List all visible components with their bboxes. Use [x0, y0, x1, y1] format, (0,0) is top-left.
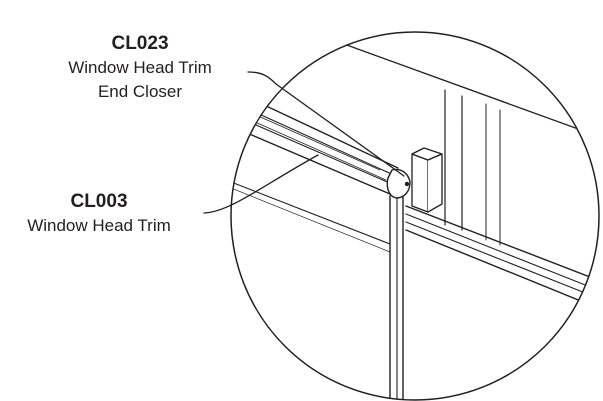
left-glass-edge-shadow [231, 185, 391, 253]
cl003-part-code: CL003 [70, 191, 128, 212]
head-trim-lower-groove [231, 111, 393, 185]
cl023-leader-line [247, 71, 405, 177]
cl003-part-name: Window Head Trim [27, 216, 171, 235]
cl003-callout: CL003 Window Head Trim [0, 190, 198, 238]
ceiling-edge-line [299, 32, 599, 139]
cl023-part-name-line1: Window Head Trim [68, 58, 212, 77]
head-trim-bottom-edge [231, 123, 391, 195]
trim-end-cap [386, 168, 411, 199]
cl023-part-code: CL023 [111, 33, 169, 54]
wall-panel-outline [444, 89, 463, 231]
glazing-trim-bottom-edge [405, 229, 599, 311]
head-trim-upper-groove [231, 99, 397, 177]
glazing-trim-groove-2 [405, 221, 599, 301]
head-trim-channel-lines [239, 107, 387, 181]
glazing-trim-groove-1 [405, 213, 599, 293]
detail-circle-outline [230, 31, 600, 401]
end-cap-fastener [404, 181, 410, 187]
cl023-part-name-line2: End Closer [97, 82, 183, 101]
end-closer-side-face [427, 153, 443, 213]
end-closer-front-face [411, 153, 429, 213]
wall-panel-edge [485, 103, 501, 246]
left-glass-edge [231, 179, 391, 245]
glazing-trim-top-edge [405, 205, 599, 283]
cl003-leader-line [203, 154, 319, 214]
cl023-callout: CL023 Window Head Trim End Closer [30, 32, 250, 104]
